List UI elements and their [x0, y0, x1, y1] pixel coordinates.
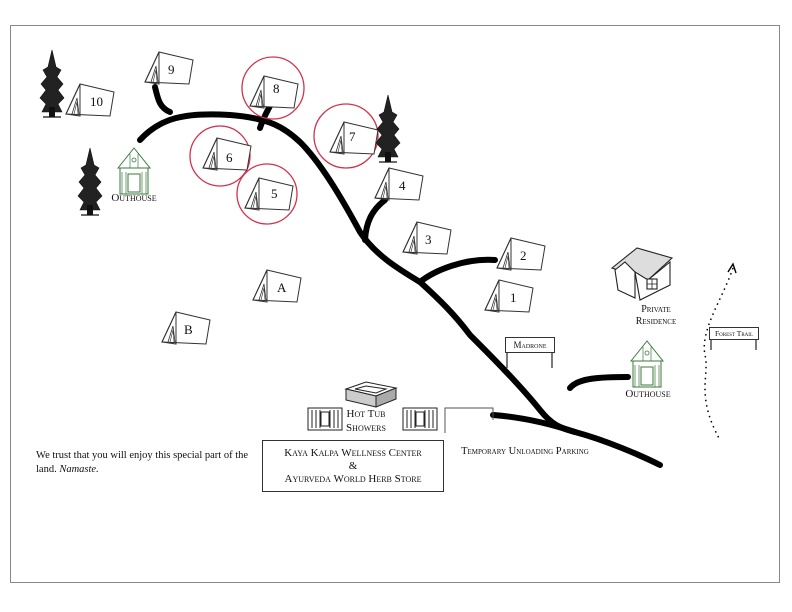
redwood-tree-icon-2 — [77, 147, 103, 216]
temporary-parking-label: Temporary Unloading Parking — [461, 446, 589, 457]
hot-tub-icon — [344, 381, 398, 408]
shower-left-icon — [307, 407, 343, 431]
site-label-a: A — [277, 280, 287, 295]
outhouse-icon-left — [117, 147, 151, 195]
site-label-2: 2 — [520, 248, 527, 263]
welcome-note: We trust that you will enjoy this specia… — [36, 449, 266, 477]
road-to-9 — [152, 84, 173, 115]
circle-site-8 — [241, 56, 305, 120]
madrone-sign: Madrone — [505, 337, 555, 353]
site-label-10: 10 — [90, 94, 103, 109]
tent-icon-site-5 — [244, 177, 294, 211]
circle-site-7 — [313, 103, 379, 169]
shower-right-icon — [402, 407, 438, 431]
circle-site-6 — [189, 125, 251, 187]
trail-arrow-icon — [727, 262, 737, 274]
showers-label: Showers — [346, 422, 386, 434]
site-label-9: 9 — [168, 62, 175, 77]
outhouse-icon-right — [630, 340, 664, 388]
madrone-sign-posts — [506, 352, 553, 368]
welcome-emphasis: Namaste. — [59, 464, 99, 476]
private-residence-label: Private Residence — [635, 304, 677, 327]
reservation-circles — [189, 56, 379, 225]
parking-area-outline — [444, 407, 494, 433]
site-label-1: 1 — [510, 290, 517, 305]
center-sign-line1: Kaya Kalpa Wellness Center — [284, 447, 422, 459]
road-to-2 — [417, 256, 498, 285]
hot-tub-label: Hot Tub — [346, 408, 386, 420]
site-label-3: 3 — [425, 232, 432, 247]
wellness-center-sign: Kaya Kalpa Wellness Center & Ayurveda Wo… — [262, 440, 444, 492]
forest-trail-sign-label: Forest Trail — [715, 329, 753, 338]
tent-icon-site-1 — [484, 279, 534, 313]
site-numbers: 9 10 8 7 6 5 4 3 2 1 A B — [90, 62, 527, 337]
road-to-4 — [362, 197, 388, 243]
site-label-4: 4 — [399, 178, 406, 193]
redwood-tree-icon-1 — [39, 49, 65, 118]
circle-site-5 — [236, 163, 298, 225]
forest-trail-sign: Forest Trail — [709, 327, 759, 340]
outhouse-left-label: Outhouse — [111, 192, 157, 204]
welcome-text: We trust that you will enjoy this specia… — [36, 450, 249, 476]
madrone-sign-label: Madrone — [513, 340, 547, 350]
site-label-6: 6 — [226, 150, 233, 165]
forest-trail-sign-posts — [710, 338, 757, 350]
road-to-outhouse — [567, 374, 631, 391]
site-label-7: 7 — [349, 129, 356, 144]
site-label-5: 5 — [271, 186, 278, 201]
road-to-parking — [490, 412, 578, 435]
center-sign-line2: & — [348, 460, 358, 472]
site-label-8: 8 — [273, 81, 280, 96]
house-icon — [610, 247, 674, 301]
outhouse-right-label: Outhouse — [625, 388, 671, 400]
redwood-tree-icon-3 — [375, 94, 401, 163]
roads — [137, 84, 663, 468]
center-sign-line3: Ayurveda World Herb Store — [284, 473, 422, 485]
site-label-b: B — [184, 322, 193, 337]
map-frame — [10, 25, 780, 583]
forest-trail-path — [703, 267, 734, 441]
